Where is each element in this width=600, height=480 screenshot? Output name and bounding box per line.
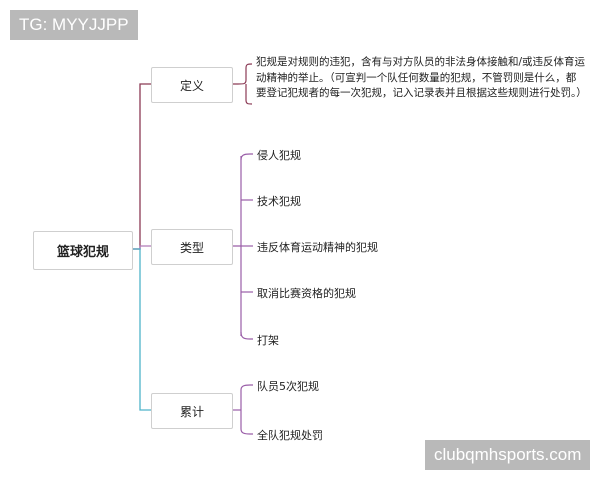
leaf-personal-foul[interactable]: 侵人犯规: [257, 149, 301, 162]
leaf-technical-foul[interactable]: 技术犯规: [257, 195, 301, 208]
connector-root-definition: [131, 83, 151, 250]
definition-text: 犯规是对规则的违犯，含有与对方队员的非法身体接触和/或违反体育运动精神的举止。（…: [256, 56, 587, 99]
tg-watermark: TG: MYYJJPP: [10, 10, 138, 40]
branch-accumulation[interactable]: 累计: [151, 393, 233, 429]
root-node[interactable]: 篮球犯规: [33, 231, 133, 270]
branch-definition[interactable]: 定义: [151, 67, 233, 103]
leaf-fighting[interactable]: 打架: [257, 334, 279, 347]
leaf-unsportsmanlike-foul[interactable]: 违反体育运动精神的犯规: [257, 241, 378, 254]
leaf-player-five-fouls[interactable]: 队员5次犯规: [257, 380, 319, 393]
site-watermark: clubqmhsports.com: [425, 440, 591, 470]
leaf-team-foul-penalty[interactable]: 全队犯规处罚: [257, 429, 323, 442]
connector-root-accumulation: [131, 248, 151, 411]
connector-definition-text: [231, 63, 253, 85]
leaf-disqualifying-foul[interactable]: 取消比赛资格的犯规: [257, 287, 356, 300]
branch-types[interactable]: 类型: [151, 229, 233, 265]
